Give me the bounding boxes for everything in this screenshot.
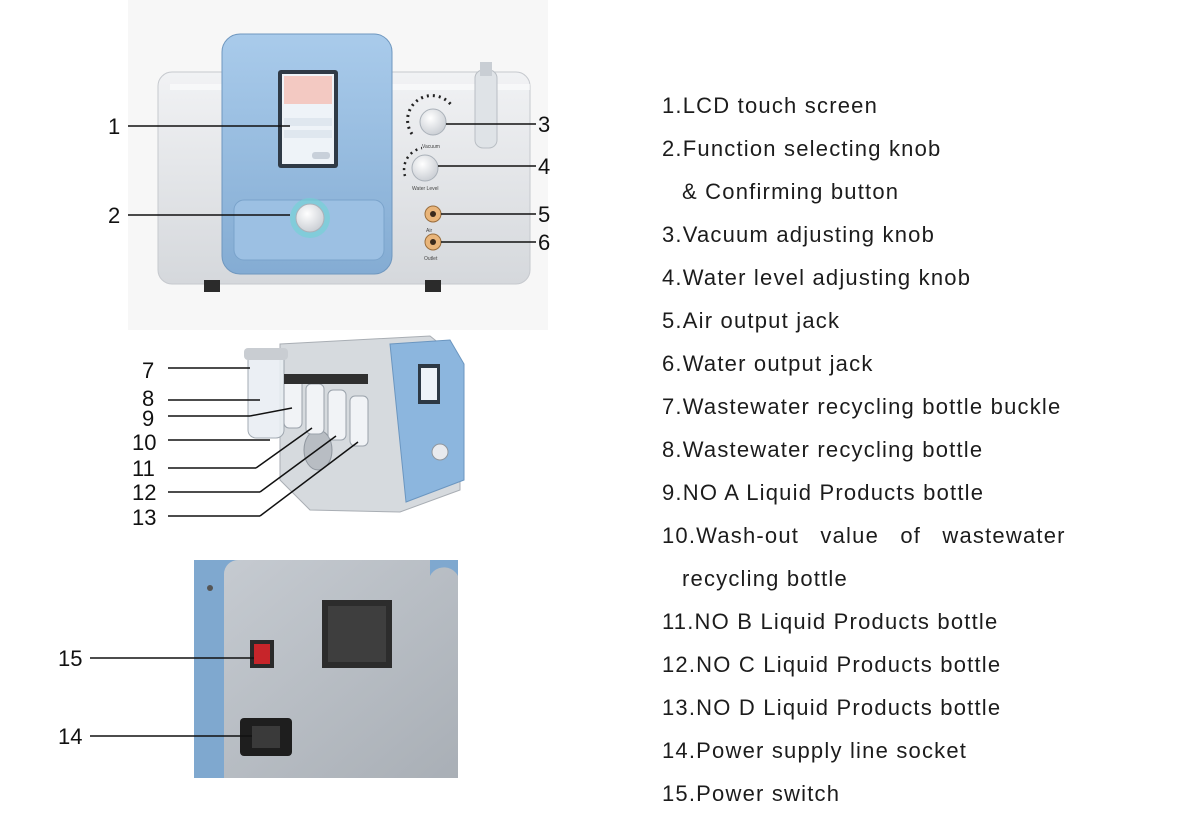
legend-item-3: 3.Vacuum adjusting knob xyxy=(662,222,936,247)
callout-6: 6 xyxy=(538,230,551,255)
legend-item-9: 9.NO A Liquid Products bottle xyxy=(662,480,985,505)
legend-list: 1.LCD touch screen 2.Function selecting … xyxy=(662,84,1142,815)
legend-item-5: 5.Air output jack xyxy=(662,308,841,333)
legend-item-11: 11.NO B Liquid Products bottle xyxy=(662,609,999,634)
side-view-figure xyxy=(160,330,480,530)
callout-12: 12 xyxy=(132,480,157,505)
callout-13: 13 xyxy=(132,505,157,530)
front-view-image: Vacuum Water Level Air Outlet xyxy=(128,0,548,330)
front-view-figure: Vacuum Water Level Air Outlet xyxy=(100,0,560,330)
legend-item-10: 10.Wash-out value of wastewater xyxy=(662,523,1066,548)
legend-item-12: 12.NO C Liquid Products bottle xyxy=(662,652,1002,677)
legend-item-15: 15.Power switch xyxy=(662,781,841,806)
back-view-figure xyxy=(90,560,460,778)
water-level-knob-label: Water Level xyxy=(412,186,439,192)
water-outlet-label: Outlet xyxy=(424,256,438,262)
legend-item-13: 13.NO D Liquid Products bottle xyxy=(662,695,1002,720)
callout-14: 14 xyxy=(58,724,83,749)
back-view-image xyxy=(90,560,460,778)
side-view-image xyxy=(168,335,465,517)
callout-11: 11 xyxy=(132,456,155,481)
callout-10: 10 xyxy=(132,430,157,455)
air-jack-label: Air xyxy=(426,228,432,234)
callout-15: 15 xyxy=(58,646,83,671)
callout-5: 5 xyxy=(538,202,551,227)
legend-item-10-cont: recycling bottle xyxy=(682,566,848,591)
callout-9: 9 xyxy=(142,406,155,431)
callout-4: 4 xyxy=(538,154,551,179)
vacuum-knob-label: Vacuum xyxy=(422,144,440,150)
callout-7: 7 xyxy=(142,358,155,383)
callout-1: 1 xyxy=(108,114,121,139)
legend-item-14: 14.Power supply line socket xyxy=(662,738,968,763)
legend-item-2: 2.Function selecting knob xyxy=(662,136,942,161)
legend-item-6: 6.Water output jack xyxy=(662,351,874,376)
callout-8: 8 xyxy=(142,386,155,411)
legend-item-1: 1.LCD touch screen xyxy=(662,93,879,118)
legend-item-2-cont: & Confirming button xyxy=(682,179,900,204)
legend-item-8: 8.Wastewater recycling bottle xyxy=(662,437,984,462)
legend-item-4: 4.Water level adjusting knob xyxy=(662,265,972,290)
legend-item-7: 7.Wastewater recycling bottle buckle xyxy=(662,394,1062,419)
callout-2: 2 xyxy=(108,203,121,228)
callout-3: 3 xyxy=(538,112,551,137)
